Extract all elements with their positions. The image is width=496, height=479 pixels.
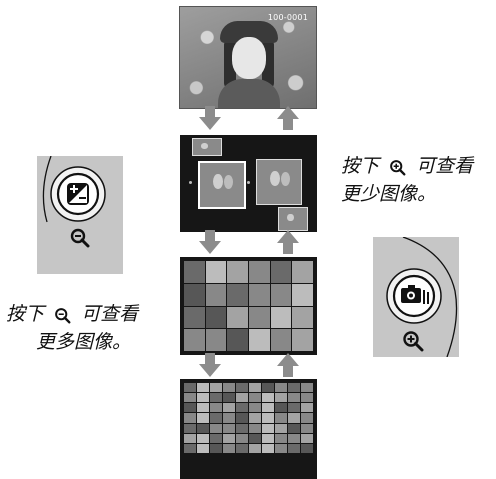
thumbnail [248, 261, 270, 283]
thumbnail [292, 306, 313, 329]
screen-multi-frame [180, 257, 317, 355]
thumbnail-selected [198, 161, 246, 209]
caption-more-images: 按下 可查看 更多图像。 [6, 300, 138, 356]
thumbnail [205, 261, 227, 283]
portrait-photo [180, 7, 316, 108]
thumbnail [184, 283, 205, 306]
screen-many-frame [180, 379, 317, 479]
photo-body [218, 79, 280, 108]
caption-line2: 更少图像。 [341, 183, 437, 205]
thumbnail [270, 306, 292, 329]
caption-prefix: 按下 [341, 155, 380, 177]
thumbnail [292, 329, 313, 351]
thumbnail [205, 329, 227, 351]
thumbnail [184, 261, 205, 283]
nav-dot [247, 181, 250, 184]
thumbnail [227, 261, 248, 283]
thumbnail [227, 283, 248, 306]
zoom-in-icon [403, 331, 424, 352]
thumbnail [270, 261, 292, 283]
thumbnail [292, 283, 313, 306]
down-arrow-icon [199, 106, 221, 130]
thumbnail [248, 329, 270, 351]
up-arrow-icon [277, 106, 299, 130]
frame-number: 100-0001 [267, 13, 308, 22]
up-arrow-icon [277, 353, 299, 377]
down-arrow-icon [199, 230, 221, 254]
thumbnail [227, 306, 248, 329]
down-arrow-icon [199, 353, 221, 377]
zoom-in-icon [390, 159, 406, 175]
thumbnail [227, 329, 248, 351]
mini-thumbnail [278, 207, 308, 231]
thumbnail [292, 261, 313, 283]
thumbnail [205, 283, 227, 306]
screen-two-frame [180, 135, 317, 232]
caption-suffix: 可查看 [416, 155, 474, 177]
zoom-out-icon [70, 228, 90, 248]
thumbnail-grid-small [184, 383, 313, 453]
caption-suffix: 可查看 [81, 303, 139, 325]
photo-hat [220, 21, 278, 43]
caption-prefix: 按下 [6, 303, 45, 325]
thumbnail [248, 283, 270, 306]
screen-single-frame: 100-0001 [179, 6, 317, 109]
thumbnail [256, 159, 302, 205]
camera-body-outline [402, 236, 458, 358]
zoom-out-icon [55, 307, 71, 323]
thumbnail-grid-medium [184, 261, 313, 351]
camera-body-outline [42, 155, 52, 223]
up-arrow-icon [277, 230, 299, 254]
playback-zoom-in-icon[interactable] [384, 266, 444, 326]
thumbnail [205, 306, 227, 329]
mini-thumbnail [192, 138, 222, 156]
thumbnail [270, 329, 292, 351]
nav-dot [189, 181, 192, 184]
thumbnail [248, 306, 270, 329]
caption-line2: 更多图像。 [36, 331, 132, 353]
thumbnail [184, 329, 205, 351]
caption-fewer-images: 按下 可查看 更少图像。 [341, 152, 473, 208]
exposure-compensation-zoom-out-icon[interactable] [48, 164, 108, 224]
photo-face [232, 37, 266, 79]
thumbnail [270, 283, 292, 306]
thumbnail [184, 306, 205, 329]
